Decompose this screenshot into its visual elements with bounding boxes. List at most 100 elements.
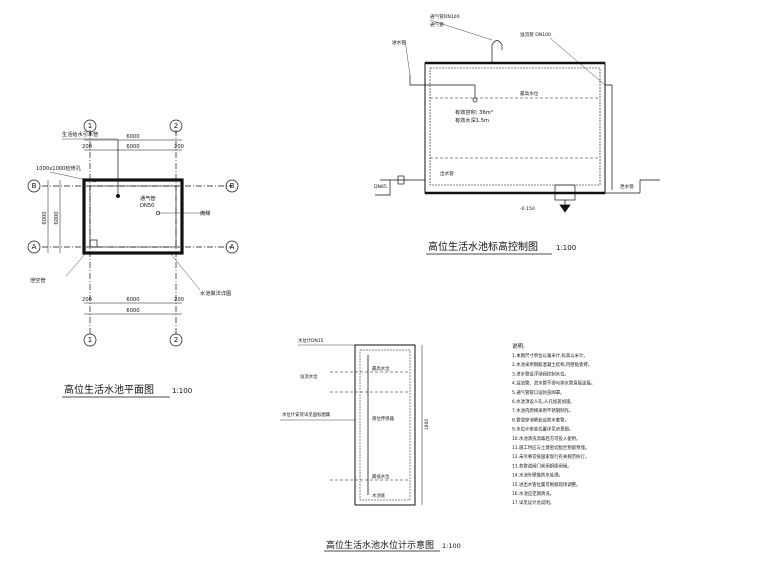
notes-line: 16.水池应定期清洗。 bbox=[512, 490, 554, 497]
level-note-7: 液位传感器 bbox=[372, 415, 395, 422]
notes-block: 说明: 1.本图尺寸单位以毫米计,标高以米计。 2.水池采用钢筋混凝土结构,内壁贴… bbox=[512, 342, 595, 506]
notes-line: 7.水池内爬梯采用不锈钢制作。 bbox=[512, 407, 573, 414]
grid-bubble-2-top bbox=[169, 119, 183, 133]
section-capacity: 有效容积: 36m³ bbox=[455, 108, 493, 116]
dim-top-part-2: 6000 bbox=[126, 144, 139, 150]
grid-bubble-B-right bbox=[225, 179, 239, 193]
drain-leader bbox=[65, 252, 87, 277]
notes-line: 14.水池外壁做防水处理。 bbox=[512, 472, 563, 479]
level-note-5: 水位计安装详见国标图集 bbox=[282, 411, 331, 418]
notes-line: 17.详见设计总说明。 bbox=[512, 499, 554, 506]
dim-bottom-part-1: 200 bbox=[82, 297, 92, 303]
plan-title: 高位生活水池平面图 bbox=[64, 383, 154, 396]
section-right-riser bbox=[639, 179, 660, 193]
section-outlet-note: 出水管 bbox=[440, 170, 454, 177]
plan-scale: 1:100 bbox=[172, 387, 192, 395]
section-scale: 1:100 bbox=[556, 244, 576, 252]
notes-line: 3.进水管设浮球阀控制水位。 bbox=[512, 370, 569, 377]
manhole-symbol bbox=[89, 239, 98, 248]
notes-line: 13.各管道阀门采用铜质闸阀。 bbox=[512, 462, 572, 469]
dim-bottom-part-3: 200 bbox=[174, 297, 184, 303]
grid-bubble-1-bottom bbox=[83, 333, 97, 347]
section-overflow-leader bbox=[549, 37, 606, 86]
section-float-valve bbox=[472, 97, 478, 103]
section-inlet-note: 进水管 bbox=[392, 39, 406, 46]
section-inlet-leader bbox=[404, 39, 411, 76]
manhole-leader-line bbox=[49, 171, 97, 183]
notes-line: 2.水池采用钢筋混凝土结构,内壁贴瓷砖。 bbox=[512, 361, 592, 368]
section-vent-leader bbox=[429, 19, 493, 41]
section-vent-note: 通气管 bbox=[430, 21, 444, 28]
level-tank-inner bbox=[359, 349, 411, 501]
section-water-level-note: 最高水位 bbox=[520, 90, 539, 97]
notes-line: 6.水池顶设人孔,人孔加盖加锁。 bbox=[512, 398, 575, 405]
section-bottom-level: -0.150 bbox=[520, 206, 535, 212]
note-manhole: 1000x1000检修孔 bbox=[36, 164, 82, 172]
notes-line: 9.水位计安装位置详见示意图。 bbox=[512, 426, 573, 433]
notes-line: 12.未尽事宜按国家现行有关规范执行。 bbox=[512, 453, 589, 460]
grid-label-2-top: 2 bbox=[174, 122, 178, 130]
dim-top-part-1: 200 bbox=[82, 144, 92, 150]
section-texts: 通气管DN100 通气管 溢流管 DN100 进水管 最高水位 有效容积: 36… bbox=[374, 13, 634, 253]
note-ladder: 爬梯 bbox=[200, 209, 210, 217]
grid-label-A-right: A bbox=[230, 243, 235, 251]
section-overflow-pipe bbox=[605, 84, 613, 190]
tank-wall-outline bbox=[82, 178, 184, 255]
dim-top-part-3: 200 bbox=[174, 144, 184, 150]
plan-view bbox=[27, 119, 239, 347]
section-drain-note: 泄水管 bbox=[620, 183, 634, 190]
dim-top-total: 6000 bbox=[126, 134, 139, 140]
note-inlet-pipe: 生活给水引水管 bbox=[62, 130, 98, 138]
grid-label-1-top: 1 bbox=[88, 122, 92, 130]
level-note-4: 溢流水位 bbox=[300, 373, 318, 380]
grid-label-B-right: B bbox=[230, 182, 235, 190]
grid-label-1-bottom: 1 bbox=[88, 336, 92, 344]
section-inlet-pipe bbox=[409, 75, 476, 98]
grid-label-B-left: B bbox=[32, 182, 37, 190]
grid-bubble-2-bottom bbox=[169, 333, 183, 347]
inlet-pipe-riser bbox=[116, 194, 120, 198]
level-note-3: 最低水位 bbox=[372, 473, 390, 480]
note-drain: 泄空管 bbox=[30, 276, 46, 284]
level-scale: 1:100 bbox=[442, 542, 461, 550]
section-outlet-valve bbox=[397, 175, 405, 185]
grid-bubble-B-left bbox=[27, 179, 41, 193]
section-drain-symbol bbox=[559, 204, 571, 213]
level-dim-height: 1800 bbox=[424, 419, 430, 430]
grid-bubble-A-left bbox=[27, 240, 41, 254]
dim-bottom-part-2: 6000 bbox=[126, 297, 139, 303]
section-view bbox=[375, 19, 660, 213]
notes-line: 5.通气管管口设防虫网罩。 bbox=[512, 389, 565, 396]
grid-label-2-bottom: 2 bbox=[174, 336, 178, 344]
section-vent-gooseneck bbox=[491, 40, 503, 63]
plan-texts: 1 2 1 2 B A B A 6000 200 6000 200 200 60… bbox=[30, 122, 235, 396]
grid-bubble-1-top bbox=[83, 119, 97, 133]
notes-line: 4.溢流管、泄水管不得与排水管直接连接。 bbox=[512, 380, 595, 387]
grid-label-A-left: A bbox=[32, 243, 37, 251]
note-right-leader bbox=[169, 252, 201, 291]
notes-line: 10.水池清洗消毒后方可投入使用。 bbox=[512, 435, 580, 442]
grid-bubble-A-right bbox=[225, 240, 239, 254]
level-note-6: 水池底 bbox=[372, 492, 386, 499]
level-title: 高位生活水池水位计示意图 bbox=[326, 539, 434, 551]
section-depth: 有效水深1.5m bbox=[455, 116, 489, 124]
level-tank-outline bbox=[354, 344, 416, 506]
notes-line: 15.进出水管位置可根据现场调整。 bbox=[512, 481, 580, 488]
tank-inner-outline bbox=[89, 185, 177, 248]
note-right: 水池做法详图 bbox=[200, 289, 231, 297]
notes-line: 1.本图尺寸单位以毫米计,标高以米计。 bbox=[512, 352, 588, 359]
level-texts: 水位计DN15 最高水位 溢流水位 最低水位 水位计安装详见国标图集 水池底 液… bbox=[282, 337, 461, 551]
notes-line: 11.施工时应与土建密切配合预留预埋。 bbox=[512, 444, 589, 451]
section-overflow-note: 溢流管 DN100 bbox=[520, 31, 551, 38]
note-vent-pipe: 通气管 bbox=[140, 194, 156, 202]
notes-line: 8.管道穿池壁处设防水套管。 bbox=[512, 416, 569, 423]
section-outlet-branch bbox=[375, 180, 391, 196]
section-left-note: DN65 bbox=[374, 184, 387, 190]
level-note-1: 水位计DN15 bbox=[298, 337, 324, 344]
dim-left-total: 6000 bbox=[42, 211, 48, 224]
notes-heading: 说明: bbox=[512, 342, 525, 350]
level-note-2: 最高水位 bbox=[372, 365, 390, 372]
section-vent-cap-label: 通气管DN100 bbox=[430, 13, 460, 20]
dim-bottom-total: 6000 bbox=[126, 308, 139, 314]
